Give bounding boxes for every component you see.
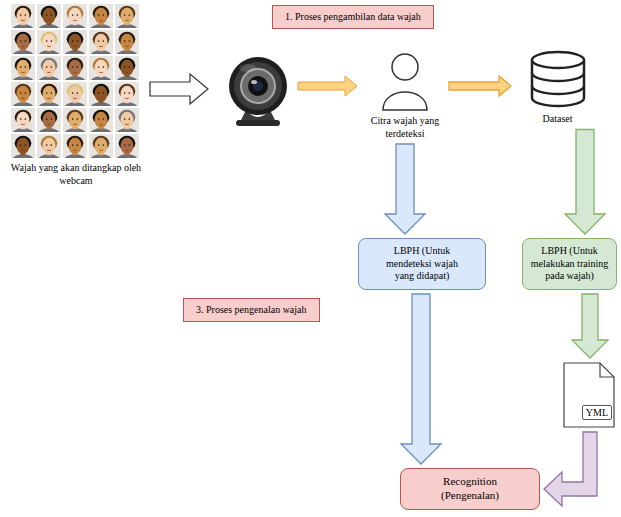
box-text: LBPH (Untuk melakukan training pada waja…: [529, 245, 610, 283]
process-banner: 1. Proses pengambilan data wajah: [272, 5, 434, 29]
process-box: LBPH (Untuk mendeteksi wajah yang didapa…: [358, 238, 486, 290]
box-text: Recognition (Pengenalan): [431, 475, 509, 503]
webcam-illustration: [229, 57, 287, 126]
database-icon: [530, 50, 586, 110]
flow-arrow: [572, 294, 608, 358]
hollow-arrow: [150, 74, 208, 104]
flow-arrow: [298, 76, 357, 96]
file-label: YML: [582, 405, 612, 420]
image-caption: Wajah yang akan ditangkap oleh webcam: [6, 162, 146, 187]
face-grid-illustration: [10, 3, 142, 159]
box-text: LBPH (Untuk mendeteksi wajah yang didapa…: [379, 245, 465, 283]
flow-arrow: [449, 76, 511, 96]
process-box: LBPH (Untuk melakukan training pada waja…: [522, 238, 617, 290]
flow-arrow: [544, 432, 597, 506]
banner-text: 3. Proses pengenalan wajah: [196, 304, 307, 316]
face-image: Wajah yang akan ditangkap oleh webcam: [6, 3, 146, 187]
result-box: Recognition (Pengenalan): [400, 468, 540, 510]
flow-arrow: [385, 144, 425, 234]
flow-arrow: [565, 130, 605, 235]
process-banner: 3. Proses pengenalan wajah: [183, 298, 320, 322]
file-icon: YML: [563, 362, 615, 428]
person-icon: [380, 50, 430, 112]
database-icon: Dataset: [515, 50, 600, 126]
banner-text: 1. Proses pengambilan data wajah: [285, 11, 421, 23]
face-icon: Citra wajah yang terdeteksi: [365, 50, 445, 140]
icon-caption: Dataset: [515, 113, 600, 126]
icon-caption: Citra wajah yang terdeteksi: [365, 115, 445, 140]
flow-arrow: [401, 294, 441, 464]
